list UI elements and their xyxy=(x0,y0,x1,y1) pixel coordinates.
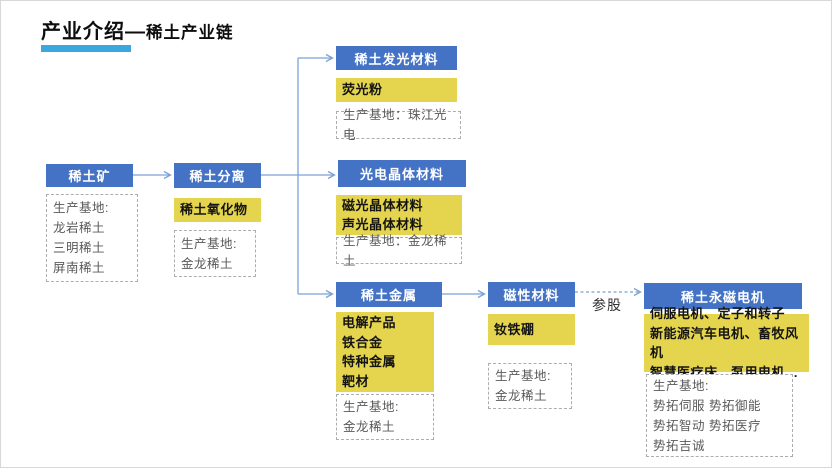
node-crystal-header: 光电晶体材料 xyxy=(338,160,466,187)
text-line: 钕铁硼 xyxy=(494,321,535,337)
node-luminescent-products: 荧光粉 xyxy=(336,78,457,102)
node-separation-products: 稀土氧化物 xyxy=(174,198,261,222)
text-line: 电解产品 xyxy=(342,315,397,330)
node-luminescent-production-base: 生产基地：珠江光电 xyxy=(336,108,461,142)
text-line: 稀土氧化物 xyxy=(180,202,248,218)
node-metal-production-base: 生产基地: 金龙稀土 xyxy=(336,394,434,440)
text-line: 龙岩稀土 xyxy=(53,221,106,235)
text-line: 生产基地: xyxy=(495,369,551,383)
text-line: 生产基地：珠江光电 xyxy=(343,108,448,142)
text-line: 磁光晶体材料 xyxy=(342,197,424,213)
text-line: 生产基地: xyxy=(343,400,399,414)
node-magnetic-header: 磁性材料 xyxy=(488,282,575,307)
node-separation-production-base: 生产基地: 金龙稀土 xyxy=(174,230,256,277)
node-luminescent-header: 稀土发光材料 xyxy=(336,46,457,70)
text-line: 铁合金 xyxy=(342,334,383,350)
text-line: 势拓吉诚 xyxy=(653,438,706,453)
text-line: 靶材 xyxy=(342,373,370,389)
node-metal-header: 稀土金属 xyxy=(336,282,442,307)
node-metal-products: 电解产品铁合金特种金属靶材 xyxy=(336,312,434,392)
node-motor-products: 伺服电机、定子和转子新能源汽车电机、畜牧风机智慧医疗床、泵用电机… xyxy=(644,306,809,380)
text-line: 特种金属 xyxy=(342,354,397,369)
text-line: 生产基地: xyxy=(653,378,709,393)
text-line: 势拓智动 势拓医疗 xyxy=(653,418,761,433)
text-line: 金龙稀土 xyxy=(495,389,548,403)
node-magnetic-products: 钕铁硼 xyxy=(488,314,575,345)
title-underline xyxy=(41,45,131,52)
text-line: 势拓伺服 势拓御能 xyxy=(653,398,761,413)
text-line: 生产基地：金龙稀土 xyxy=(343,233,448,268)
text-line: 屏南稀土 xyxy=(53,261,106,275)
edge-label-equity: 参股 xyxy=(592,297,622,313)
text-line: 三明稀土 xyxy=(53,241,106,255)
text-line: 声光晶体材料 xyxy=(342,217,424,232)
node-crystal-products: 磁光晶体材料声光晶体材料 xyxy=(336,195,462,235)
node-magnetic-production-base: 生产基地: 金龙稀土 xyxy=(488,363,572,409)
node-mine-header: 稀土矿 xyxy=(46,164,133,187)
text-line: 荧光粉 xyxy=(342,82,383,98)
text-line: 金龙稀土 xyxy=(343,420,396,434)
node-separation-header: 稀土分离 xyxy=(174,163,261,188)
page-title: 产业介绍—稀土产业链 xyxy=(41,15,234,44)
node-crystal-production-base: 生产基地：金龙稀土 xyxy=(336,234,462,268)
text-line: 新能源汽车电机、畜牧风机 xyxy=(650,325,799,361)
text-line: 生产基地: xyxy=(53,201,109,215)
text-line: 金龙稀土 xyxy=(181,256,234,271)
page-title-secondary: 稀土产业链 xyxy=(146,24,234,42)
page-title-primary: 产业介绍— xyxy=(41,21,146,43)
node-motor-production-base: 生产基地: 势拓伺服 势拓御能势拓智动 势拓医疗势拓吉诚 xyxy=(646,374,793,457)
node-mine-production-base: 生产基地: 龙岩稀土三明稀土屏南稀土 xyxy=(46,194,138,282)
node-motor-header: 稀土永磁电机 xyxy=(644,283,802,309)
text-line: 伺服电机、定子和转子 xyxy=(650,306,786,321)
text-line: 生产基地: xyxy=(181,236,237,251)
